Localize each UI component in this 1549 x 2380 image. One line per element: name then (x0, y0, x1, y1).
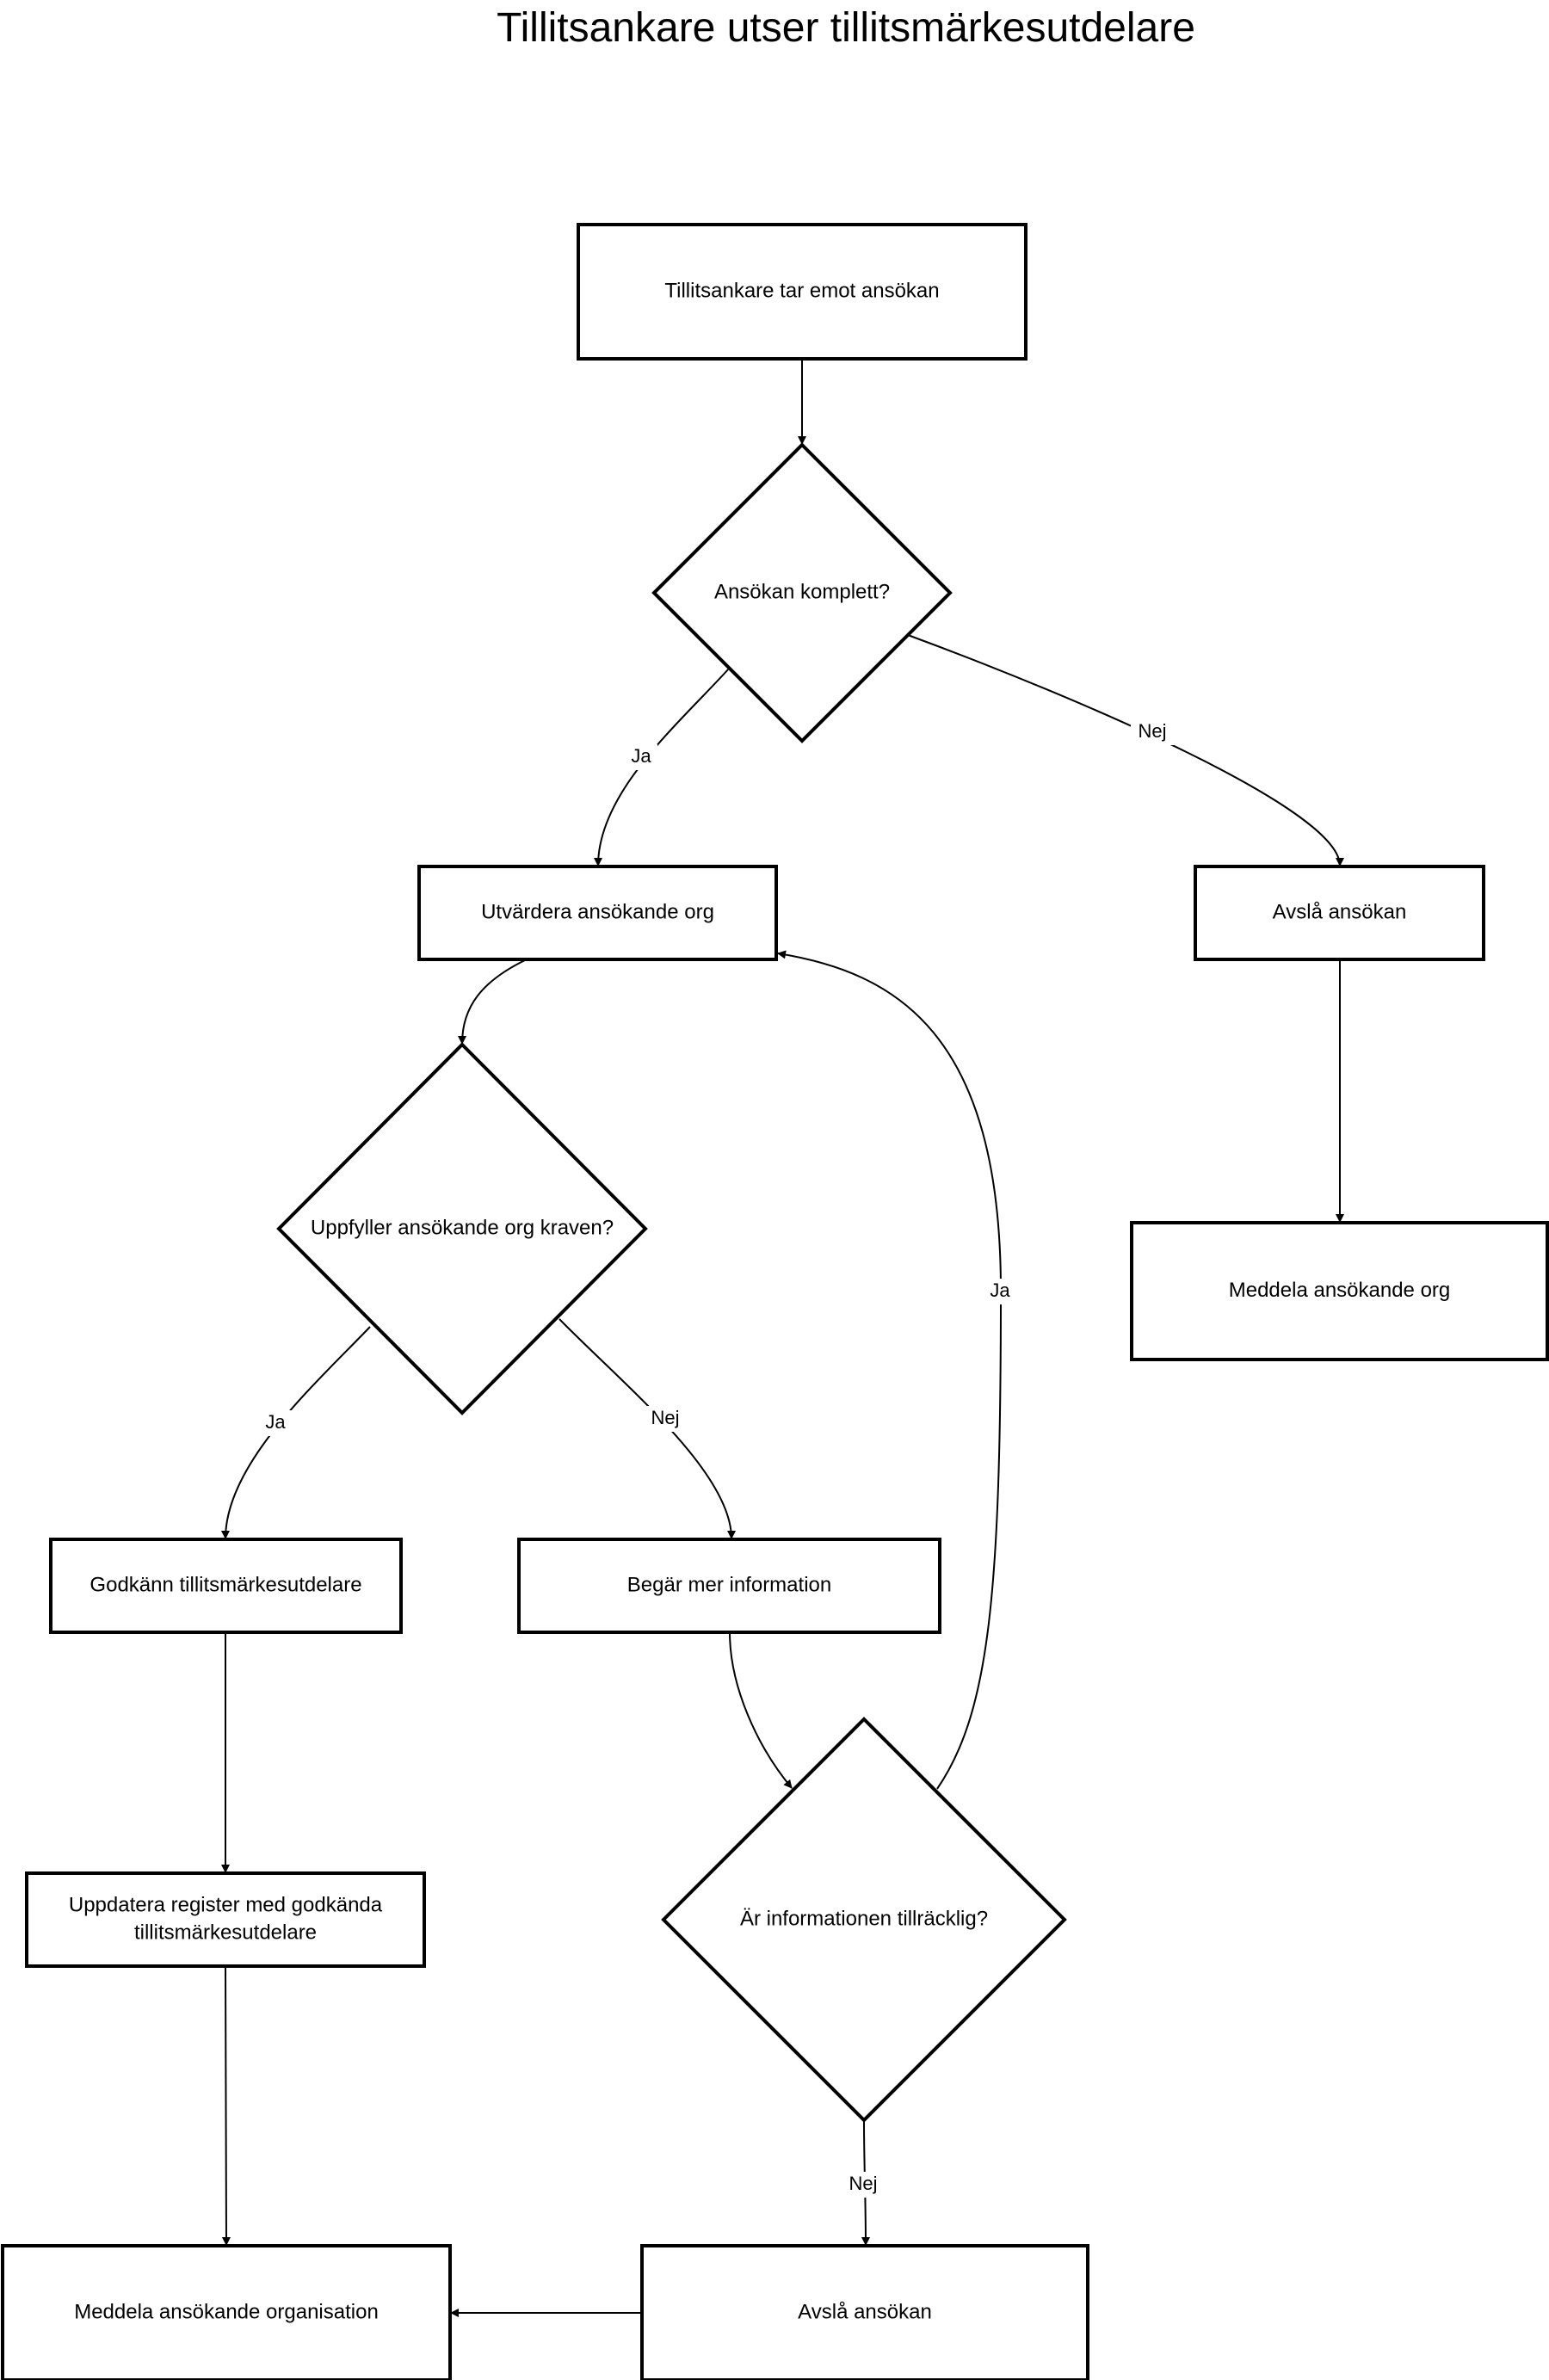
process-box (1194, 865, 1485, 961)
node-label: Utvärdera ansökande org (481, 900, 714, 923)
node-update-register: Uppdatera register med godkända tillitsmä… (25, 1871, 426, 1968)
process-box (49, 1538, 403, 1634)
node-reject-top: Avslå ansökan (1194, 865, 1485, 961)
decision-diamond (651, 442, 953, 743)
node-label: tillitsmärkesutdelare (134, 1921, 317, 1944)
edge-label-info_enough-to-evaluate: Ja (984, 1279, 1016, 1304)
node-label: Meddela ansökande organisation (74, 2300, 379, 2323)
decision-diamond (661, 1717, 1067, 2123)
node-label: Tillitsankare tar emot ansökan (664, 279, 939, 302)
node-info-enough: Är informationen tillräcklig? (661, 1717, 1067, 2123)
node-receive: Tillitsankare tar emot ansökan (577, 223, 1028, 361)
edge-request_info-to-info_enough (729, 1631, 793, 1789)
node-notify-organisation: Meddela ansökande organisation (1, 2244, 452, 2380)
node-label: Avslå ansökan (798, 2300, 932, 2323)
node-label: Avslå ansökan (1273, 900, 1407, 923)
svg-text:Nej: Nej (849, 2173, 877, 2194)
process-box (640, 2244, 1089, 2380)
process-box (25, 1871, 426, 1968)
edge-label-requirements-to-request_info: Nej (644, 1406, 687, 1432)
edge-evaluate-to-requirements (458, 959, 528, 1045)
node-approve: Godkänn tillitsmärkesutdelare (49, 1538, 403, 1634)
svg-text:Nej: Nej (1138, 720, 1166, 742)
node-label: Ansökan komplett? (714, 580, 890, 603)
edge-label-complete-to-evaluate: Ja (625, 744, 657, 770)
node-complete: Ansökan komplett? (651, 442, 953, 743)
edge-label-requirements-to-approve: Ja (259, 1410, 292, 1436)
node-label: Uppfyller ansökande org kraven? (311, 1216, 614, 1239)
edge-complete-to-evaluate (594, 668, 730, 866)
svg-text:Nej: Nej (651, 1407, 679, 1428)
node-evaluate: Utvärdera ansökande org (417, 865, 778, 961)
process-box (577, 223, 1028, 361)
process-box (1, 2244, 452, 2380)
edge-complete-to-reject_top (907, 634, 1344, 866)
node-request-info: Begär mer information (517, 1538, 941, 1634)
svg-text:Ja: Ja (631, 745, 651, 767)
edge-requirements-to-approve (221, 1326, 371, 1539)
svg-text:Ja: Ja (265, 1411, 286, 1433)
node-label: Uppdatera register med godkända (69, 1893, 383, 1916)
edge-label-complete-to-reject_top: Nej (1131, 719, 1174, 745)
edge-update_register-to-notify_organisation (221, 1965, 231, 2246)
node-label: Är informationen tillräcklig? (740, 1907, 988, 1930)
node-label: Godkänn tillitsmärkesutdelare (89, 1573, 361, 1596)
node-notify-org: Meddela ansökande org (1130, 1221, 1549, 1361)
node-label: Begär mer information (627, 1573, 831, 1596)
decision-diamond (276, 1042, 648, 1415)
node-label: Meddela ansökande org (1229, 1279, 1451, 1302)
edge-info_enough-to-evaluate (777, 950, 1003, 1790)
node-reject-bottom: Avslå ansökan (640, 2244, 1089, 2380)
svg-text:Ja: Ja (990, 1279, 1010, 1301)
process-box (517, 1538, 941, 1634)
diagram-title: Tillitsankare utser tillitsmärkesutdelar… (497, 5, 1195, 51)
process-box (417, 865, 778, 961)
process-box (1130, 1221, 1549, 1361)
edge-label-info_enough-to-reject_bottom: Nej (842, 2172, 885, 2198)
node-requirements: Uppfyller ansökande org kraven? (276, 1042, 648, 1415)
